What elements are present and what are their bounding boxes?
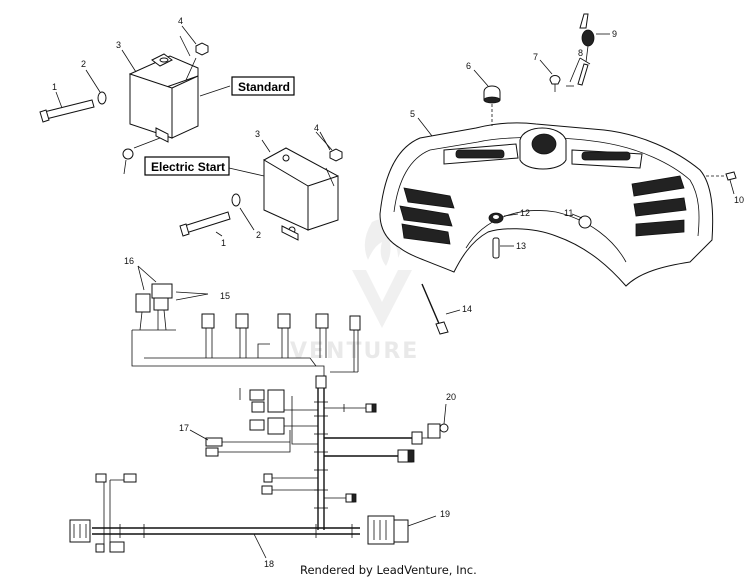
connector-part-20: 20 — [324, 392, 456, 445]
callout-20: 20 — [446, 392, 456, 402]
callout-17: 17 — [179, 423, 189, 433]
callout-10: 10 — [734, 195, 744, 205]
knob-part-6: 6 — [466, 61, 501, 104]
callout-14: 14 — [462, 304, 472, 314]
callout-1-standard: 1 — [52, 82, 57, 92]
connector-cluster-lower — [261, 473, 357, 503]
bolt-part-1b — [179, 211, 231, 237]
callout-4-standard: 4 — [178, 16, 183, 26]
connector-c — [277, 313, 291, 329]
washer-part-2b — [231, 193, 241, 207]
connector-d — [315, 313, 329, 329]
standard-label-box — [231, 76, 295, 96]
dash-right-vents — [631, 175, 687, 237]
callout-1-electric: 1 — [221, 238, 226, 248]
screw-part-7: 7 — [533, 52, 561, 92]
electric-start-label: Electric Start — [151, 160, 225, 174]
callout-2-standard: 2 — [81, 59, 86, 69]
cdi-box-standard — [128, 53, 199, 143]
callout-7: 7 — [533, 52, 538, 62]
callout-13: 13 — [516, 241, 526, 251]
cable-tie-part-14: 14 — [421, 283, 472, 335]
nut-part-4 — [195, 42, 209, 56]
knob-part-11 — [578, 215, 592, 229]
standard-label: Standard — [238, 80, 290, 94]
electric-start-cdi-group: Electric Start 1 2 3 4 — [144, 123, 343, 248]
callout-6: 6 — [466, 61, 471, 71]
nut-part-4b — [329, 148, 343, 162]
callout-5: 5 — [410, 109, 415, 119]
callout-2-electric: 2 — [256, 230, 261, 240]
screw-part-10: 10 — [725, 171, 744, 205]
callout-3-electric: 3 — [255, 129, 260, 139]
footer-credit: Rendered by LeadVenture, Inc. — [300, 563, 477, 577]
connector-b — [235, 313, 249, 329]
ground-terminal — [122, 148, 134, 160]
callout-12: 12 — [520, 208, 530, 218]
connector-cluster-far-left — [69, 473, 137, 553]
dash-left-vents — [399, 187, 455, 245]
callout-16: 16 — [124, 256, 134, 266]
cdi-box-electric-start — [263, 147, 339, 241]
callout-18: 18 — [264, 559, 274, 569]
callout-15: 15 — [220, 291, 230, 301]
trunk-clips — [314, 401, 328, 509]
connector-part-17: 17 — [179, 423, 291, 457]
connector-e — [349, 315, 361, 331]
watermark-text: VENTURE — [290, 339, 419, 364]
callout-8: 8 — [578, 48, 583, 58]
dash-panel-part-5 — [379, 104, 724, 287]
standard-cdi-group: 1 2 3 4 Standard — [39, 16, 295, 175]
callout-3-standard: 3 — [116, 40, 121, 50]
callout-4-electric: 4 — [314, 123, 319, 133]
fastener-part-8: 8 — [566, 48, 591, 87]
bulb-part-9: 9 — [579, 13, 617, 63]
connector-a — [201, 313, 215, 329]
switch-part-16 — [135, 283, 173, 331]
bolt-part-1 — [39, 99, 95, 123]
connector-part-19: 19 — [367, 509, 450, 545]
washer-part-2 — [97, 91, 107, 105]
wire-harness: 16 15 — [69, 256, 456, 569]
connector-cluster-left — [239, 388, 318, 445]
electric-start-label-box — [144, 156, 230, 176]
callout-11: 11 — [564, 208, 573, 218]
callout-9: 9 — [612, 29, 617, 39]
pin-part-13 — [492, 237, 500, 259]
callout-19: 19 — [440, 509, 450, 519]
